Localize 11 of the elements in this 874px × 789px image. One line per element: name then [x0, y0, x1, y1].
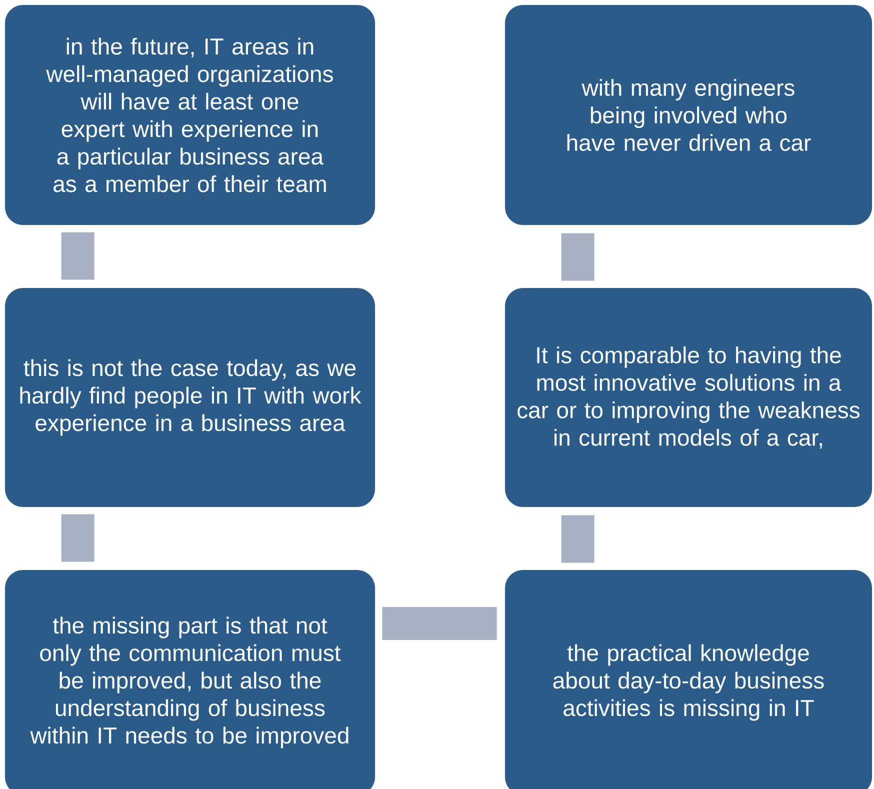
- connector-bar: [382, 607, 497, 640]
- process-box: It is comparable to having the most innovative solutions in a car or to improving the weakness in current models of a car,: [505, 288, 872, 507]
- connector-bar: [61, 514, 94, 562]
- connector-bar: [561, 515, 594, 563]
- process-box: the missing part is that not only the communication must be improved, but also the understanding of business within IT needs to be improved: [5, 570, 375, 789]
- process-box: in the future, IT areas in well-managed organizations will have at least one expert with experience in a particular business area as a member of their team: [5, 5, 375, 225]
- process-box: this is not the case today, as we hardly find people in IT with work experience in a business area: [5, 288, 375, 507]
- process-box: the practical knowledge about day-to-day business activities is missing in IT: [505, 570, 872, 789]
- process-box: with many engineers being involved who have never driven a car: [505, 5, 872, 225]
- connector-bar: [61, 232, 94, 280]
- connector-bar: [561, 233, 594, 281]
